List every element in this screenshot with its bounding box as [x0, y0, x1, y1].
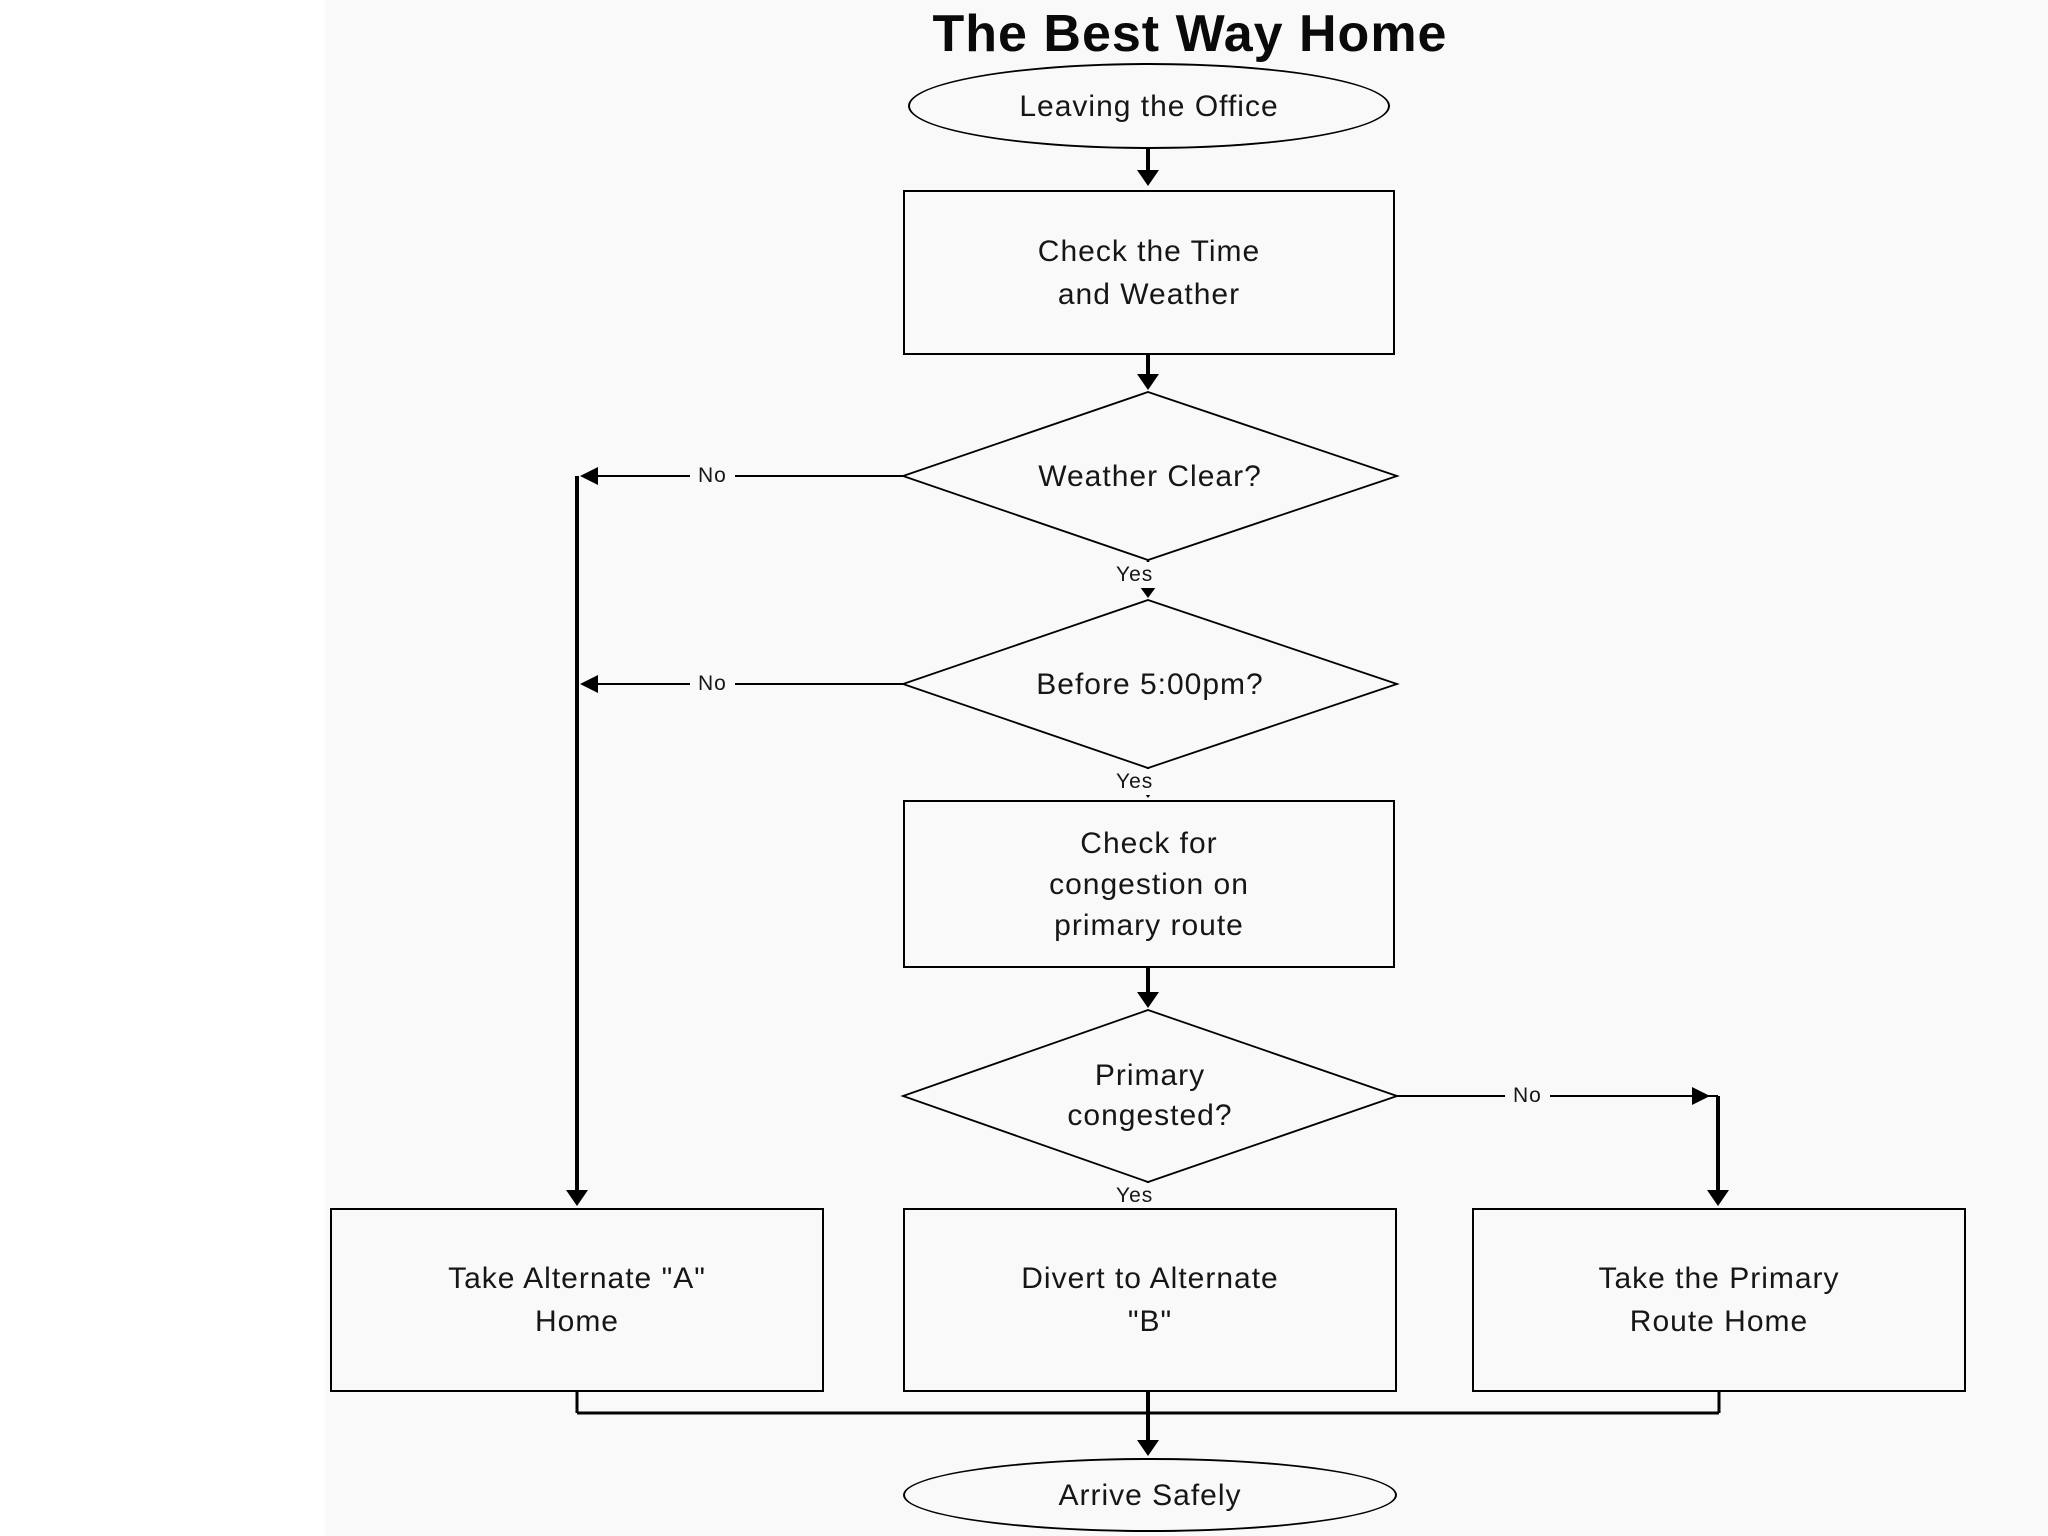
process-check-congestion: Check for congestion on primary route — [903, 800, 1395, 968]
process-check-congestion-label: Check for congestion on primary route — [1049, 826, 1249, 942]
arrowhead-into-primarycongested — [1137, 992, 1159, 1008]
edge-label-before5-no: No — [690, 668, 735, 700]
start-node: Leaving the Office — [908, 63, 1390, 149]
arrowhead-into-end — [1137, 1440, 1159, 1456]
decision-before-5pm-label: Before 5:00pm? — [1036, 667, 1264, 701]
decision-weather-clear-label: Weather Clear? — [1038, 459, 1262, 493]
decision-before-5pm: Before 5:00pm? — [903, 600, 1397, 768]
arrowhead-into-checktime — [1137, 170, 1159, 186]
start-node-label: Leaving the Office — [1019, 89, 1279, 123]
end-node-label: Arrive Safely — [1058, 1478, 1242, 1512]
process-check-time: Check the Time and Weather — [903, 190, 1395, 355]
end-node: Arrive Safely — [903, 1458, 1397, 1532]
arrowhead-weather-no — [580, 467, 598, 485]
edge-label-congested-yes: Yes — [1108, 1183, 1162, 1209]
diagram-canvas — [325, 0, 2048, 1536]
edge-label-before5-yes: Yes — [1108, 769, 1162, 795]
process-take-primary-route-label: Take the Primary Route Home — [1598, 1262, 1840, 1338]
process-check-time-label: Check the Time and Weather — [1037, 234, 1261, 311]
decision-primary-congested-shape — [900, 1009, 1400, 1183]
edge-label-weather-yes: Yes — [1108, 562, 1162, 588]
process-divert-alternate-b-label: Divert to Alternate "B" — [1021, 1262, 1279, 1338]
diagram-title: The Best Way Home — [932, 5, 1448, 63]
decision-before-5pm-shape — [900, 599, 1400, 769]
decision-weather-clear: Weather Clear? — [903, 392, 1397, 560]
process-divert-alternate-b: Divert to Alternate "B" — [903, 1208, 1397, 1392]
arrowhead-congested-no — [1692, 1087, 1710, 1105]
arrowhead-into-alternatea — [566, 1190, 588, 1206]
decision-primary-congested-label: Primary congested? — [1067, 1059, 1233, 1132]
arrowhead-into-primaryroute — [1707, 1190, 1729, 1206]
arrowhead-into-weather — [1137, 374, 1159, 390]
process-take-alternate-a-label: Take Alternate "A" Home — [448, 1262, 706, 1338]
process-take-alternate-a: Take Alternate "A" Home — [330, 1208, 824, 1392]
edge-label-weather-no: No — [690, 460, 735, 492]
decision-weather-clear-shape — [900, 391, 1400, 561]
edge-label-congested-no: No — [1505, 1080, 1550, 1112]
decision-primary-congested: Primary congested? — [903, 1010, 1397, 1182]
process-take-primary-route: Take the Primary Route Home — [1472, 1208, 1966, 1392]
arrowhead-before5-no — [580, 675, 598, 693]
arrowhead-into-before5 — [1140, 587, 1156, 598]
